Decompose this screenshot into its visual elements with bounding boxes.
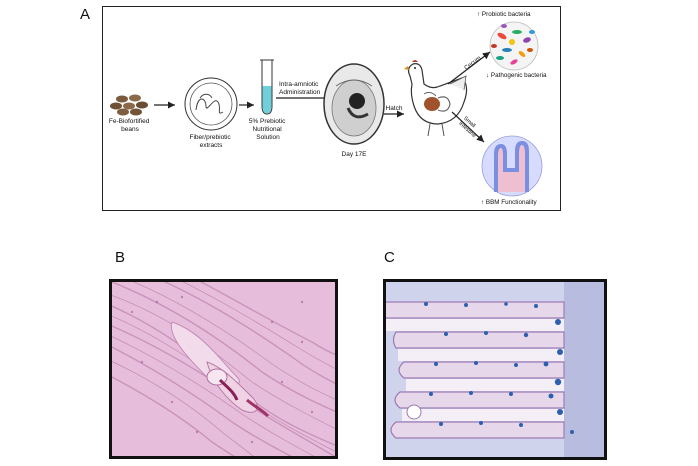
arrow-cecum [447, 51, 491, 85]
step1-line1: Fe-Biofortified [109, 118, 150, 125]
step1-line2: beans [121, 126, 139, 133]
fiber-dish-icon [184, 77, 238, 131]
pathogenic-label: ↓ Pathogenic bacteria [486, 72, 547, 79]
microbiota-icon [489, 21, 539, 71]
step3-label: 5% Prebiotic Nutritional Solution [249, 118, 287, 141]
probiotic-label: ↑ Probiotic bacteria [477, 11, 531, 18]
he-histology-image [109, 279, 338, 459]
step3-line3: Solution [256, 134, 280, 141]
panel-c-label: C [384, 249, 395, 266]
administration-label: Intra-amniotic Administration [279, 81, 321, 96]
arrow-intestine [451, 111, 485, 143]
step2-line2: extracts [200, 142, 224, 149]
hatch-label: Hatch [386, 105, 403, 112]
step3-line1: 5% Prebiotic [249, 118, 286, 125]
egg-day-label: Day 17E [342, 151, 368, 158]
step2-label: Fiber/prebiotic extracts [190, 134, 233, 149]
step3-line2: Nutritional [252, 126, 282, 133]
admin-line2: Administration [279, 89, 321, 96]
step2-line1: Fiber/prebiotic [190, 134, 232, 141]
step1-label: Fe-Biofortified beans [109, 118, 151, 133]
schematic-panel: Fe-Biofortified beans Fiber/prebiotic ex… [102, 6, 561, 211]
villi-icon [481, 135, 543, 197]
bbm-label: ↑ BBM Functionality [481, 199, 537, 206]
beans-icon [110, 94, 148, 116]
chicken-icon [404, 60, 468, 137]
egg-icon [323, 63, 385, 145]
test-tube-icon [260, 59, 274, 115]
panel-b-label: B [115, 249, 126, 266]
admin-line1: Intra-amniotic [279, 81, 319, 88]
panel-a-label: A [80, 6, 91, 23]
ab-pas-histology-image [383, 279, 607, 460]
